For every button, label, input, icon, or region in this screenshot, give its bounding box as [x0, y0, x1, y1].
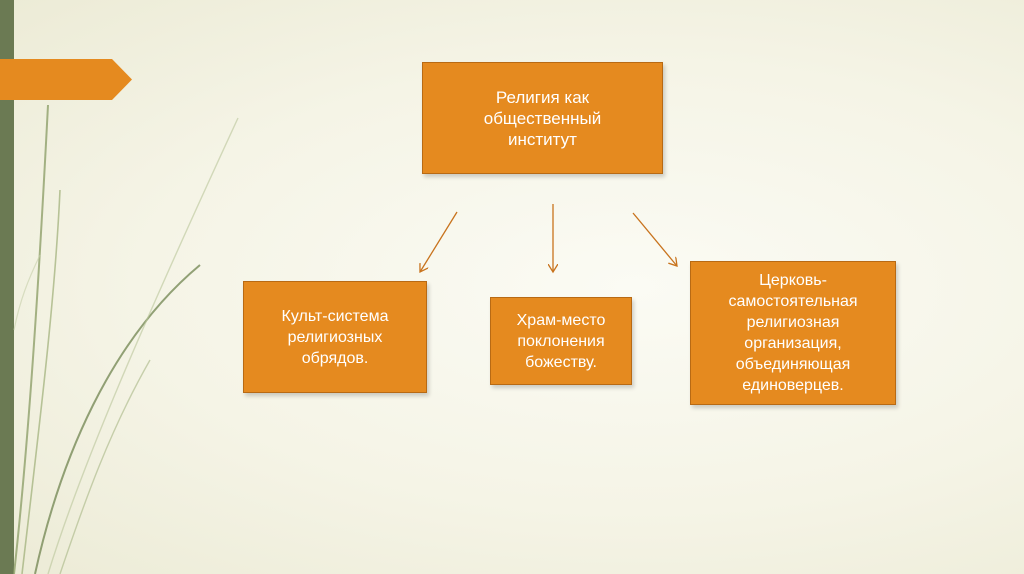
- grass-decoration: [13, 104, 239, 574]
- title-accent-tab: [0, 59, 132, 100]
- slide-sidebar-bar: [0, 0, 14, 574]
- child-node-church: Церковь- самостоятельная религиозная орг…: [690, 261, 896, 405]
- child-node-cult: Культ-система религиозных обрядов.: [243, 281, 427, 393]
- arrow-to-cult: [420, 211, 458, 272]
- child-node-temple: Храм-место поклонения божеству.: [490, 297, 632, 385]
- root-node-religion-institution: Религия как общественный институт: [422, 62, 663, 174]
- arrow-to-church: [632, 212, 677, 266]
